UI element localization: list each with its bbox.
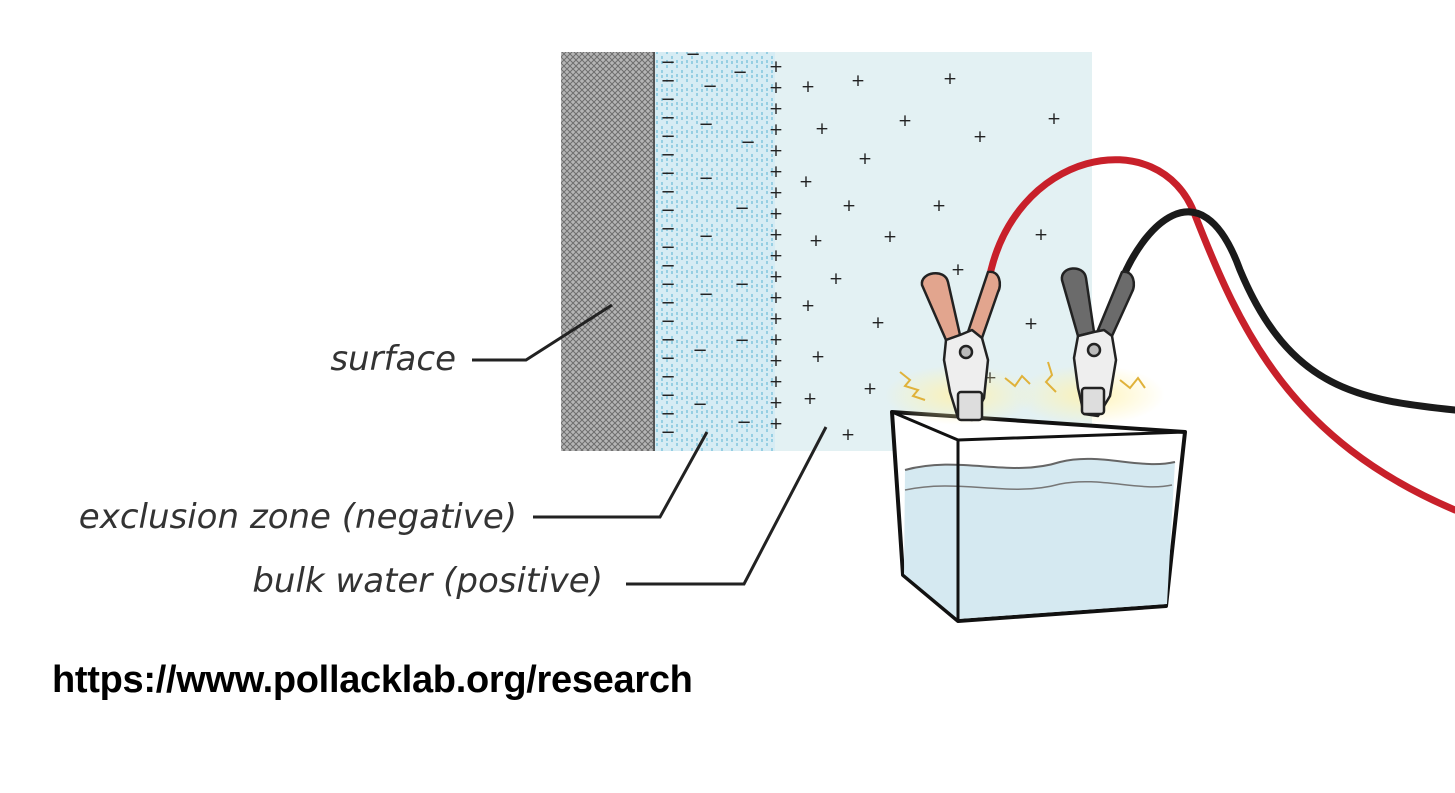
exclusion-zone-leader-line [533,431,709,519]
negative-charge: − [660,422,675,443]
positive-charge: + [842,196,856,216]
positive-charge: + [943,69,957,89]
spark-icon [899,361,1146,401]
negative-charge: − [660,52,675,73]
negative-charge: − [734,198,749,219]
negative-charge: − [660,219,675,240]
negative-charge: − [660,311,675,332]
positive-charge: + [815,119,829,139]
negative-charge: − [698,284,713,305]
negative-charge: − [660,330,675,351]
battery-icon [890,410,1187,623]
negative-charge: − [734,274,749,295]
negative-charge: − [660,108,675,129]
surface-label: surface [330,339,456,379]
positive-charge: + [769,330,783,350]
positive-charge: + [769,309,783,329]
negative-charge: − [660,274,675,295]
negative-charge: − [660,200,675,221]
positive-charge: + [769,120,783,140]
negative-charge: − [698,226,713,247]
negative-charge: − [660,404,675,425]
negative-charge: − [740,132,755,153]
bulk-water-label: bulk water (positive) [252,561,603,601]
positive-charge: + [841,425,855,445]
negative-charge: − [702,76,717,97]
positive-charge: + [769,372,783,392]
negative-charge: − [660,237,675,258]
positive-charge: + [951,260,965,280]
negative-charge: − [698,168,713,189]
positive-charge: + [801,77,815,97]
positive-charge: + [883,227,897,247]
positive-charge: + [898,111,912,131]
black-clamp-icon [1060,267,1136,418]
positive-charge: + [863,379,877,399]
negative-charge: − [692,340,707,361]
negative-charge: − [734,330,749,351]
negative-charge: − [692,394,707,415]
negative-charge: − [732,62,747,83]
negative-charge: − [660,71,675,92]
positive-charge: + [769,99,783,119]
positive-charge: + [803,389,817,409]
positive-charge: + [801,296,815,316]
positive-charge: + [769,393,783,413]
positive-charge: + [769,267,783,287]
positive-charge: + [871,313,885,333]
positive-charge: + [829,269,843,289]
positive-charge: + [769,183,783,203]
negative-charge: − [660,348,675,369]
positive-charge: + [1034,225,1048,245]
positive-charge: + [769,246,783,266]
positive-charge: + [973,127,987,147]
bulk-water-leader-line [626,426,828,586]
negative-charge: − [685,44,700,65]
positive-charge: + [769,162,783,182]
positive-charge: + [932,196,946,216]
positive-charge: + [851,71,865,91]
positive-charge: + [769,204,783,224]
negative-charge: − [660,256,675,277]
exclusion-zone-label: exclusion zone (negative) [79,497,517,537]
surface-region [561,52,655,451]
positive-charge: + [769,141,783,161]
negative-charge: − [736,412,751,433]
positive-charge: + [1024,314,1038,334]
positive-charge: + [811,347,825,367]
positive-charge: + [769,78,783,98]
positive-charge: + [769,225,783,245]
negative-charge: − [660,126,675,147]
surface-leader-line [472,303,613,362]
positive-charge: + [769,288,783,308]
positive-charge: + [799,172,813,192]
negative-charge: − [660,145,675,166]
black-cable [1116,208,1455,414]
positive-charge: + [769,351,783,371]
negative-charge: − [660,367,675,388]
positive-charge: + [769,57,783,77]
negative-charge: − [698,114,713,135]
negative-charges: −−−−−−−−−−−−−−−−−−−−−−−−−−−−−−−−−−− [660,44,755,443]
negative-charge: − [660,293,675,314]
positive-charge: + [769,414,783,434]
positive-charge: + [809,231,823,251]
negative-charge: − [660,163,675,184]
negative-charge: − [660,89,675,110]
source-url: https://www.pollacklab.org/research [52,659,693,701]
positive-charge: + [1047,109,1061,129]
positive-charge: + [858,149,872,169]
negative-charge: − [660,182,675,203]
exclusion-zone-region [655,52,775,451]
negative-charge: − [660,385,675,406]
red-clamp-icon [920,270,1002,422]
